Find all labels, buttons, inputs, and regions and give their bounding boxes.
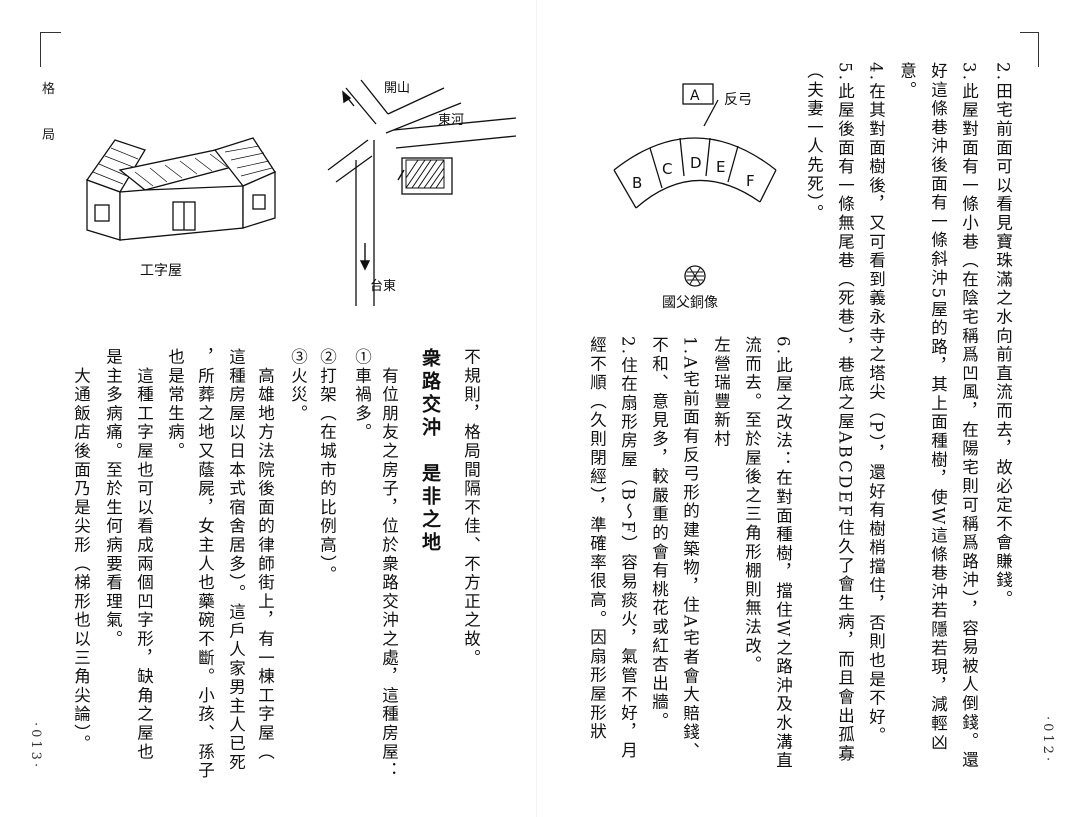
- segment-e: E: [716, 158, 725, 176]
- left-col-10: 也是常生病。: [165, 348, 185, 461]
- right-col-1: 2.田宅前面可以看見寶珠滿之水向前直流而去，故必定不會賺錢。: [993, 62, 1013, 609]
- map-label-taidong: 台東: [370, 278, 396, 294]
- segment-b: B: [632, 174, 642, 192]
- left-col-8: 這種房屋以日本式宿舍居多）。這戶人家男主人已死: [226, 348, 246, 773]
- segment-c: C: [662, 160, 672, 178]
- left-col-13: 大通飯店後面乃是尖形（梯形也以三角尖論）。: [71, 348, 91, 754]
- left-col-5: ②打架（在城市的比例高）。: [317, 348, 337, 585]
- page-number-left: ·013·: [28, 722, 43, 771]
- page-number-right: ·012·: [1040, 716, 1055, 765]
- map-label-kaishan: 開山: [384, 81, 410, 96]
- box-label-a: A: [690, 88, 700, 104]
- right-col-13: 2.住在扇形房屋（B～F）容易痰火，氣管不好，月: [618, 336, 638, 761]
- gutter: [536, 0, 537, 817]
- house-caption: 工字屋: [140, 263, 182, 279]
- running-header-2: 局: [42, 128, 56, 143]
- right-col-3: 好這條巷沖後面有一條斜沖5屋的路，其上面種樹，使W這條巷沖若隱若現，減輕凶: [928, 62, 948, 753]
- right-col-5: 4.在其對面樹後，又可看到義永寺之塔尖（P），還好有樹梢擋住，否則也是不好。: [866, 62, 886, 746]
- left-col-6: ③火災。: [288, 348, 308, 424]
- section-heading: 衆路交沖 是非之地: [419, 348, 441, 555]
- left-col-4: ①車禍多。: [352, 348, 372, 442]
- subsection-title: 左營瑞豐新村: [711, 336, 731, 449]
- i-shaped-house-illustration: [85, 137, 276, 241]
- right-col-2: 3.此屋對面有一條小巷（在陰宅稱爲凹風，在陽宅則可稱爲路沖），容易被人倒錢。還: [959, 62, 979, 770]
- left-col-1: 不規則，格局間隔不佳、不方正之故。: [461, 348, 481, 668]
- right-col-9: 流而去。至於屋後之三角形棚則無法改。: [742, 336, 762, 675]
- statue-symbol-icon: [684, 265, 706, 287]
- right-col-7: （夫妻一人先死）。: [804, 62, 824, 223]
- left-col-9: ，所葬之地又蔭屍，女主人也藥碗不斷。小孩、孫子: [195, 348, 215, 781]
- left-col-3: 有位朋友之房子，位於衆路交沖之處，這種房屋：: [379, 348, 399, 781]
- right-col-14: 經不順（久則閉經），準確率很高。因扇形屋形狀: [587, 336, 607, 742]
- right-col-12: 不和、意見多，較嚴重的會有桃花或紅杏出牆。: [649, 336, 669, 731]
- left-col-7: 高雄地方法院後面的律師街上，有一棟工字屋（: [255, 348, 275, 762]
- map-label-donghe: 東河: [438, 112, 464, 128]
- right-col-6: 5.此屋後面有一條無尾巷（死巷），巷底之屋ABCDEF住久了會生病，而且會出孤寡: [835, 62, 855, 764]
- right-col-8: 6.此屋之改法：在對面種樹，擋住W之路沖及水溝直: [773, 336, 793, 771]
- segment-d: D: [690, 154, 702, 172]
- fan-shaped-houses-diagram: A 反弓 B C D E F: [613, 83, 777, 209]
- statue-caption: 國父銅像: [662, 295, 718, 311]
- running-header-1: 格: [42, 82, 56, 97]
- corner-mark-right: [1020, 32, 1039, 67]
- right-col-11: 1.A宅前面有反弓形的建築物，住A宅者會大賠錢、: [680, 336, 700, 761]
- arc-label-fangong: 反弓: [724, 92, 752, 108]
- left-col-11: 這種工字屋也可以看成兩個凹字形，缺角之屋也: [134, 348, 154, 762]
- left-col-12: 是主多病痛。至於生何病要看理氣。: [103, 348, 123, 649]
- segment-f: F: [746, 172, 755, 190]
- right-col-4: 意。: [897, 62, 917, 100]
- corner-mark-left: [40, 32, 61, 67]
- road-intersection-map: 開山 東河 台東: [327, 79, 517, 306]
